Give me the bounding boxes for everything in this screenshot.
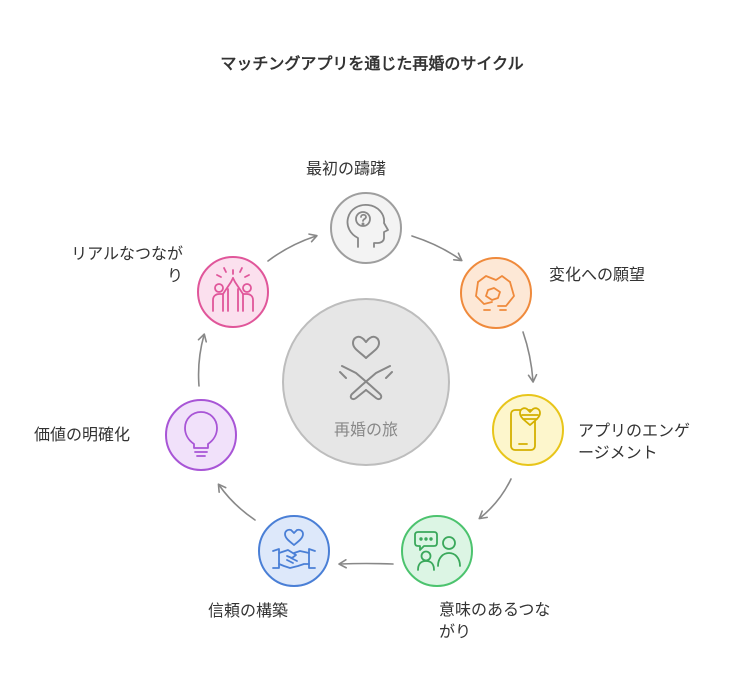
stage-label-7-line-1: リアルなつなが: [71, 244, 183, 263]
stage-node-5: [258, 515, 330, 587]
stage-label-5: 信頼の構築: [208, 601, 289, 620]
chat-people-icon: [414, 531, 461, 571]
stage-label-4-line-2: がり: [439, 622, 472, 641]
arrow-5-6: [217, 483, 256, 521]
handshake-icon: [475, 275, 515, 311]
high-five-icon: [212, 267, 254, 312]
stage-label-7-line-2: り: [166, 266, 183, 285]
arrow-6-7: [197, 333, 208, 387]
stage-label-4-line-1: 意味のあるつな: [439, 600, 551, 619]
stage-node-4: [401, 515, 473, 587]
center-node: 再婚の旅: [282, 298, 450, 466]
heart-handshake-icon: [272, 528, 316, 569]
stage-label-7: リアルなつなが り: [71, 243, 183, 287]
heart-crossed-hands-icon: [339, 335, 393, 401]
stage-node-6: [165, 399, 237, 471]
stage-label-3: アプリのエンゲ ージメント: [578, 420, 690, 464]
arrow-1-2: [411, 235, 463, 262]
head-question-icon: [346, 204, 389, 248]
stage-label-6: 価値の明確化: [34, 425, 131, 444]
stage-label-3-line-1: アプリのエンゲ: [578, 421, 691, 440]
center-label: 再婚の旅: [334, 420, 398, 439]
stage-node-7: [197, 256, 269, 328]
lightbulb-icon: [184, 411, 218, 457]
arrow-3-4: [478, 478, 512, 520]
diagram-title: マッチングアプリを通じた再婚のサイクル: [220, 54, 524, 73]
cycle-arrows: [197, 233, 538, 569]
phone-heart-icon: [510, 407, 541, 451]
stage-node-1: [330, 192, 402, 264]
arrow-4-5: [338, 558, 394, 569]
stage-node-3: [492, 394, 564, 466]
stage-label-2: 変化への願望: [549, 265, 646, 284]
stage-label-4: 意味のあるつな がり: [439, 599, 550, 643]
arrow-2-3: [522, 331, 538, 383]
stage-label-3-line-2: ージメント: [578, 443, 658, 462]
stage-label-1: 最初の躊躇: [306, 159, 387, 178]
stage-node-2: [460, 257, 532, 329]
arrow-7-1: [267, 233, 318, 262]
